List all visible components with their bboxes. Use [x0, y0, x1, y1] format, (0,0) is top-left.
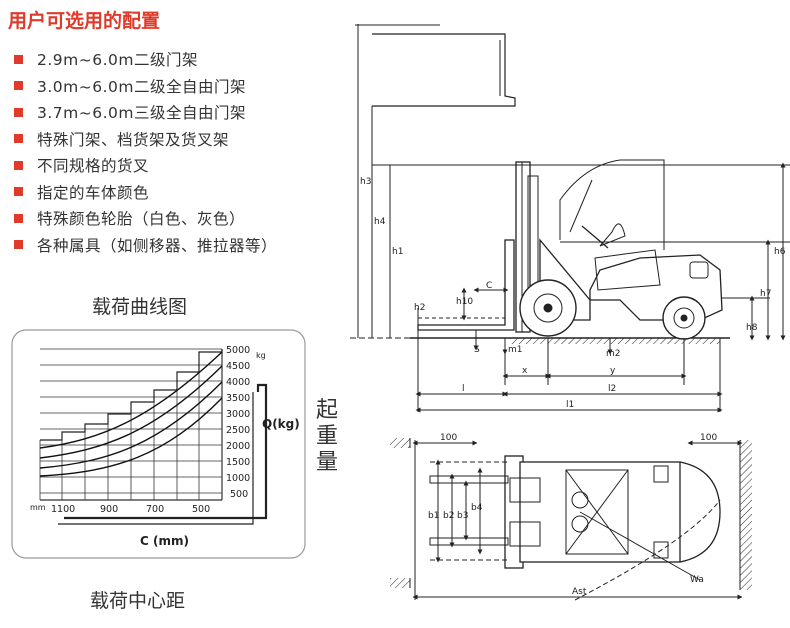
- x-tick-label: 700: [146, 504, 164, 515]
- dim-label: h1: [392, 247, 403, 257]
- load-curve: [39, 365, 223, 459]
- load-chart-heading: 载荷曲线图: [92, 296, 188, 318]
- dim-label: Ast: [572, 587, 587, 597]
- option-label: 特殊颜色轮胎（白色、灰色）: [37, 210, 246, 229]
- top-view-labels: 100 100 b1 b2 b3 b4 Wa Ast: [428, 433, 717, 597]
- option-list: 2.9m~6.0m二级门架 3.0m~6.0m二级全自由门架 3.7m~6.0m…: [14, 46, 277, 258]
- load-chart-steps: [40, 349, 223, 441]
- load-curve: [39, 381, 223, 469]
- bullet-icon: [14, 134, 23, 144]
- dim-label: b1: [428, 511, 439, 521]
- option-item: 各种属具（如侧移器、推拉器等）: [14, 232, 277, 259]
- load-chart-frame: [11, 329, 306, 559]
- bullet-icon: [14, 240, 23, 250]
- option-label: 特殊门架、档货架及货叉架: [37, 130, 230, 149]
- y-tick-label: 1500: [226, 457, 250, 468]
- option-item: 不同规格的货叉: [14, 152, 277, 179]
- y-tick-label: 5000: [226, 345, 250, 356]
- bullet-icon: [14, 187, 23, 197]
- dim-label: l1: [566, 400, 574, 410]
- dim-label: 100: [700, 433, 717, 443]
- y-tick-label: 3000: [226, 409, 250, 420]
- y-tick-label: 4000: [226, 377, 250, 388]
- dim-label: m2: [606, 349, 621, 359]
- option-item: 指定的车体颜色: [14, 179, 277, 206]
- mm-unit-label: mm: [30, 503, 46, 512]
- option-item: 3.0m~6.0m二级全自由门架: [14, 73, 277, 100]
- option-item: 特殊颜色轮胎（白色、灰色）: [14, 205, 277, 232]
- dim-label: h7: [760, 289, 771, 299]
- dim-label: b2: [443, 511, 454, 521]
- option-item: 3.7m~6.0m三级全自由门架: [14, 99, 277, 126]
- option-label: 不同规格的货叉: [37, 157, 150, 176]
- dim-label: b4: [471, 503, 483, 513]
- fork-outline-icon: [58, 392, 254, 525]
- capacity-side-label: 起重量: [316, 398, 339, 475]
- q-axis-label: Q(kg): [262, 417, 300, 431]
- dim-label: Wa: [690, 575, 704, 585]
- option-label: 各种属具（如侧移器、推拉器等）: [37, 236, 278, 255]
- load-curve: [39, 397, 223, 477]
- y-tick-label: 3500: [226, 393, 250, 404]
- dim-label: b3: [457, 511, 468, 521]
- y-tick-label: 500: [230, 489, 248, 500]
- bullet-icon: [14, 160, 23, 170]
- bullet-icon: [14, 213, 23, 223]
- dim-label: h10: [456, 297, 473, 307]
- option-label: 3.0m~6.0m二级全自由门架: [37, 77, 246, 96]
- x-tick-label: 900: [100, 504, 118, 515]
- dim-label: h6: [774, 247, 786, 257]
- dim-label: x: [522, 366, 528, 376]
- y-tick-label: 2500: [226, 425, 250, 436]
- option-label: 3.7m~6.0m三级全自由门架: [37, 104, 246, 123]
- load-chart: 5000 4500 4000 3500 3000 2500 2000 1500 …: [11, 329, 306, 559]
- y-tick-label: 1000: [226, 473, 250, 484]
- dim-label: h2: [414, 303, 425, 313]
- c-axis-label: C (mm): [140, 534, 189, 548]
- bullet-icon: [14, 54, 23, 64]
- option-label: 指定的车体颜色: [37, 183, 150, 202]
- dim-label: h3: [360, 177, 371, 187]
- y-tick-label: 2000: [226, 441, 250, 452]
- dim-label: 100: [440, 433, 457, 443]
- dim-label: C: [486, 281, 492, 291]
- side-view-labels: h3 h4 h1 h6 h7 h2 h8 h10 C S m1 m2 x y l…: [360, 177, 786, 410]
- load-chart-footer: 载荷中心距: [90, 590, 186, 612]
- dim-label: y: [610, 366, 616, 376]
- dim-label: h4: [374, 217, 386, 227]
- x-tick-label: 1100: [51, 504, 75, 515]
- option-label: 2.9m~6.0m二级门架: [37, 51, 198, 70]
- side-view-drawing: [350, 24, 790, 413]
- top-view-drawing: [390, 438, 752, 601]
- option-item: 2.9m~6.0m二级门架: [14, 46, 277, 73]
- dim-label: l: [462, 384, 465, 394]
- page-title: 用户可选用的配置: [8, 10, 161, 32]
- dim-label: h8: [746, 323, 758, 333]
- bullet-icon: [14, 81, 23, 91]
- bullet-icon: [14, 107, 23, 117]
- load-curve: [39, 351, 223, 449]
- option-item: 特殊门架、档货架及货叉架: [14, 126, 277, 153]
- kg-unit-label: kg: [256, 351, 266, 360]
- dim-label: m1: [508, 345, 523, 355]
- fork-outline-icon: [64, 383, 268, 520]
- y-tick-label: 4500: [226, 361, 250, 372]
- dim-label: S: [474, 345, 480, 355]
- x-tick-label: 500: [192, 504, 210, 515]
- dim-label: l2: [608, 384, 616, 394]
